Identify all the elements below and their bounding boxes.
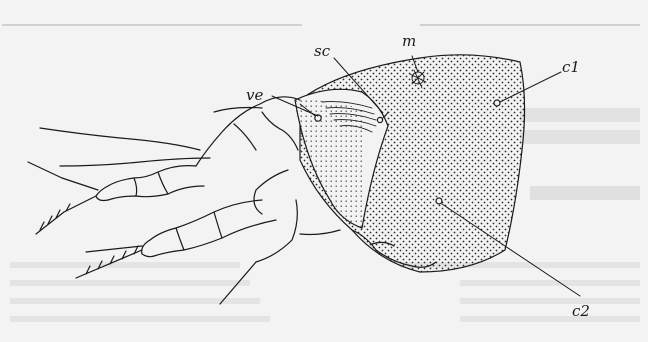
label-m: m <box>402 32 416 50</box>
label-c1: c1 <box>562 58 580 76</box>
label-c2: c2 <box>572 302 590 320</box>
label-ve: ve <box>246 86 263 104</box>
label-sc: sc <box>314 42 331 60</box>
